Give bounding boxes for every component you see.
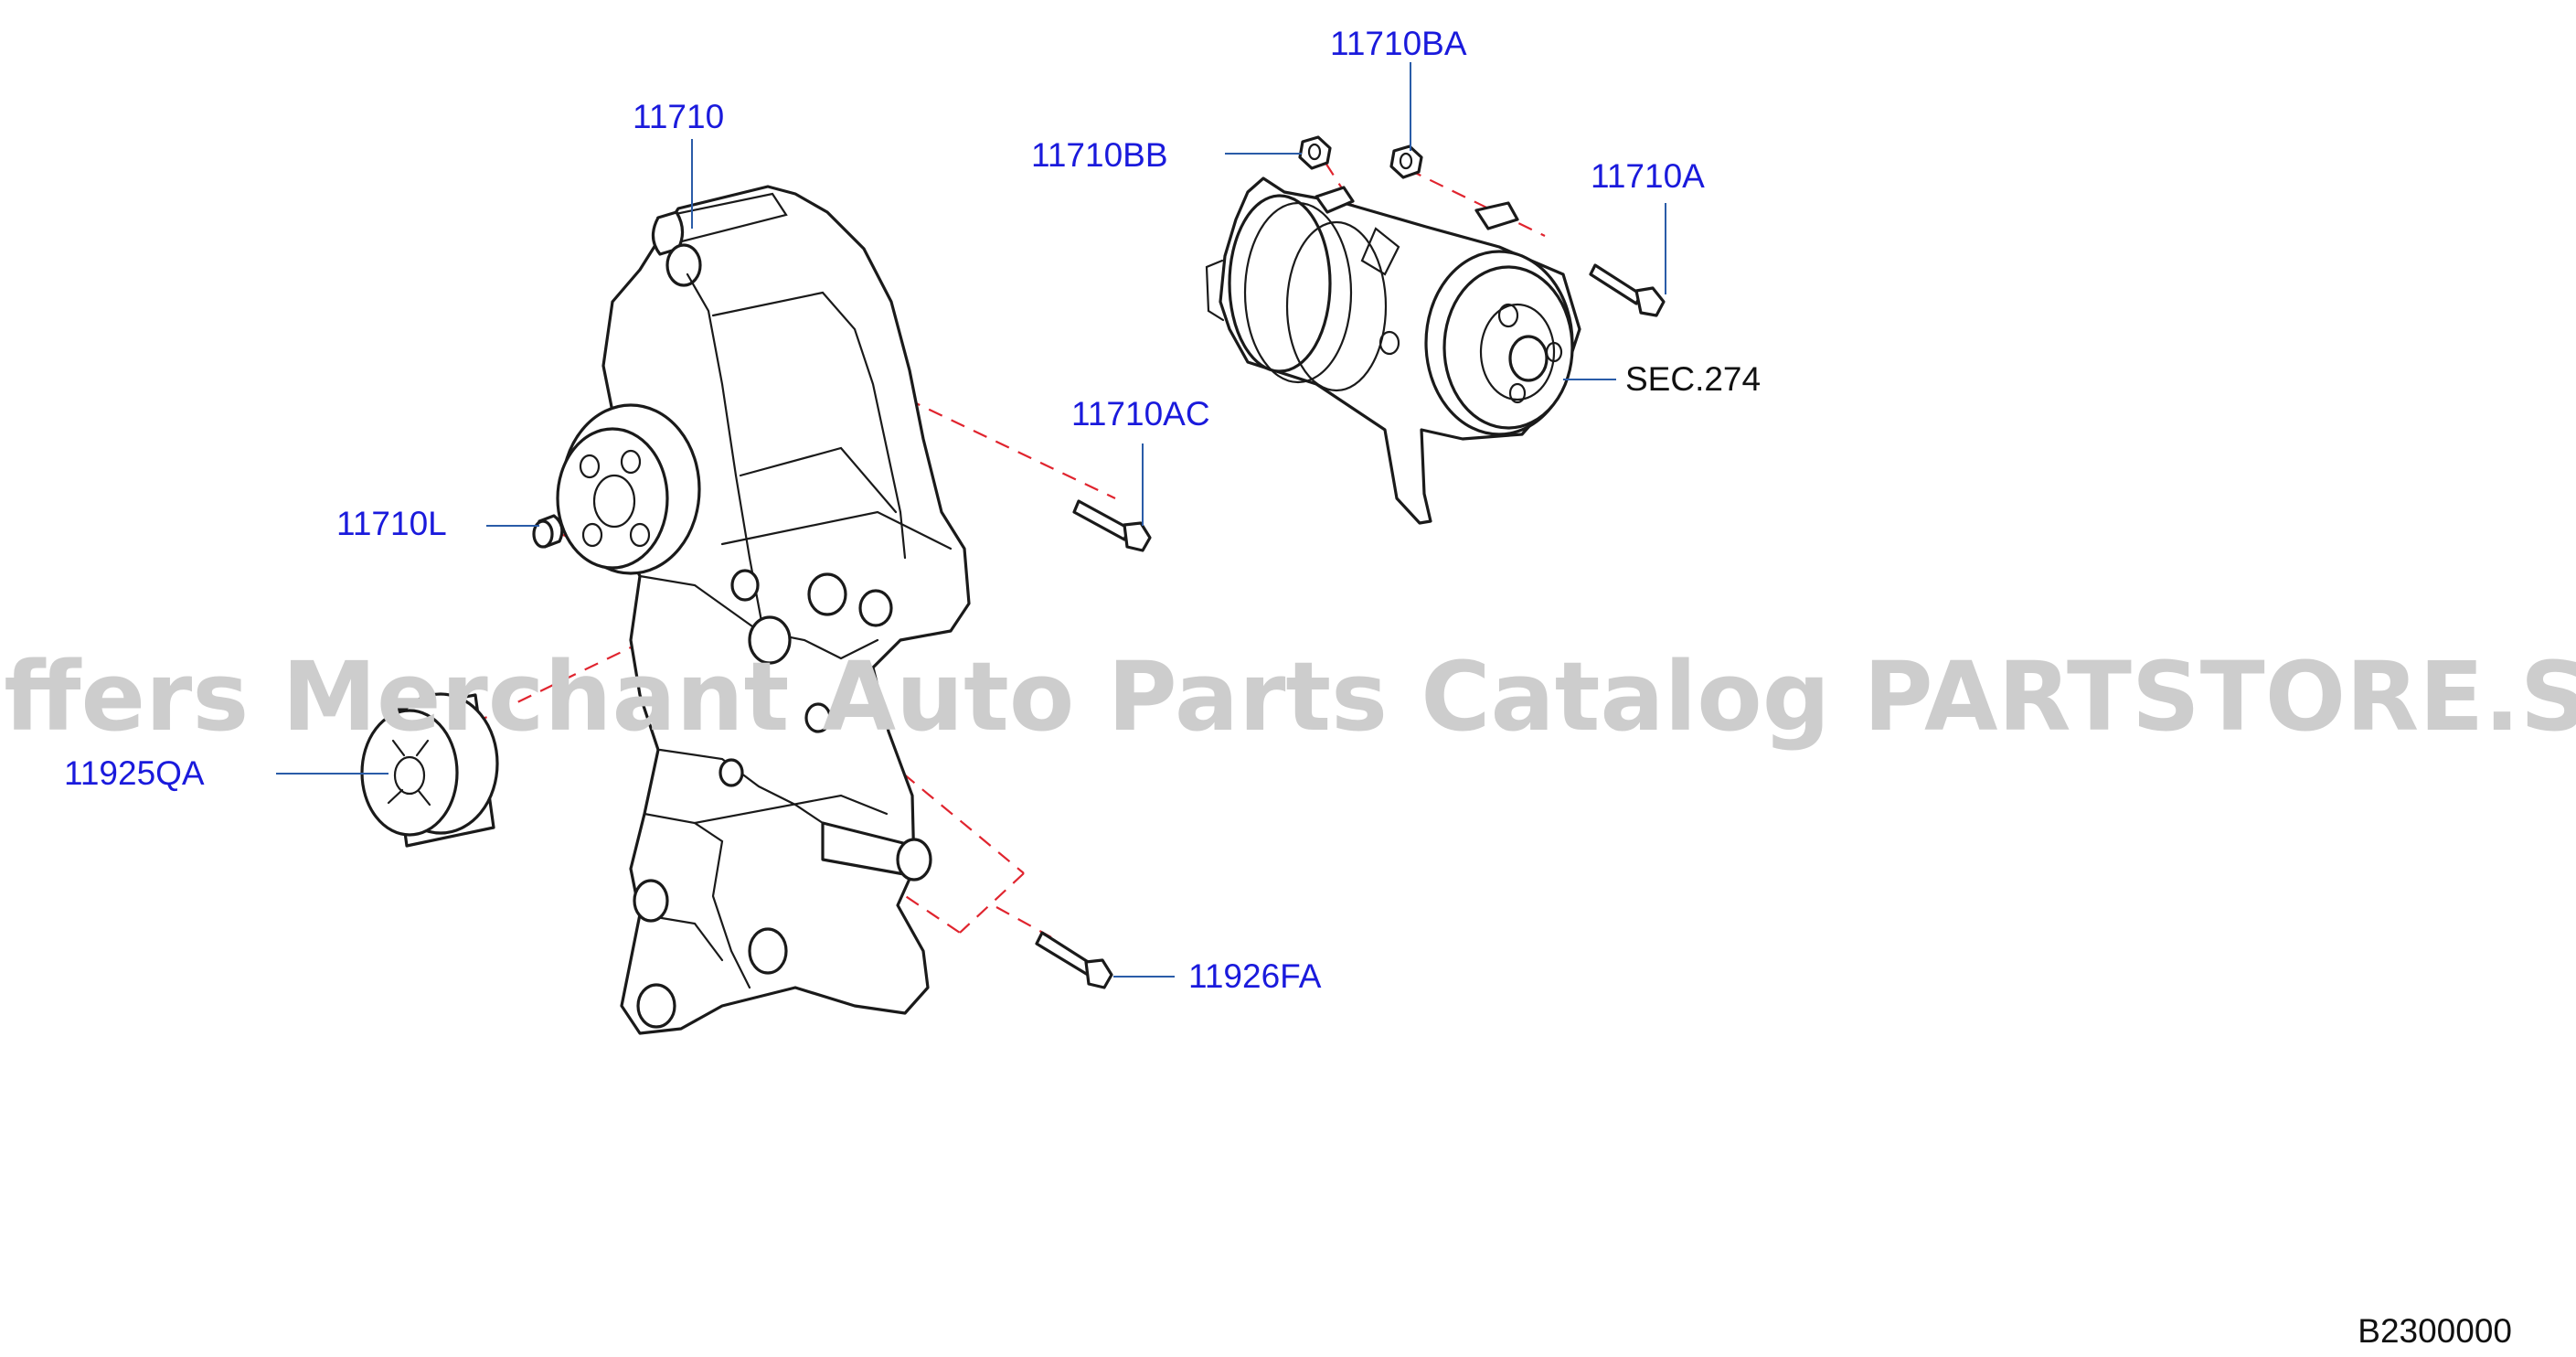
bolt-ac-drawing	[1072, 499, 1152, 552]
nut-bb-drawing	[1298, 135, 1332, 170]
callout-11710L[interactable]: 11710L	[336, 505, 447, 542]
callout-11710AC[interactable]: 11710AC	[1071, 395, 1210, 433]
figure-code: B2300000	[2358, 1312, 2512, 1350]
callout-11710BA[interactable]: 11710BA	[1330, 25, 1467, 62]
callout-11926FA[interactable]: 11926FA	[1188, 957, 1322, 995]
callout-11710[interactable]: 11710	[633, 98, 724, 135]
callout-11925QA[interactable]: 11925QA	[64, 754, 205, 792]
bolt-fa-drawing	[1035, 931, 1113, 989]
idler-pulley-drawing	[360, 692, 499, 848]
nut-ba-drawing	[1389, 144, 1423, 179]
collar-drawing	[532, 514, 564, 549]
bracket-part-drawing	[556, 185, 971, 1035]
leader-lines	[276, 62, 1666, 978]
callout-11710A[interactable]: 11710A	[1591, 157, 1705, 195]
watermark-text: Offers Merchant Auto Parts Catalog PARTS…	[0, 641, 2576, 753]
callout-11710BB[interactable]: 11710BB	[1031, 136, 1168, 174]
compressor-part-drawing	[1205, 176, 1581, 525]
reference-sec-274[interactable]: SEC.274	[1625, 360, 1761, 398]
bolt-a-drawing	[1589, 263, 1666, 317]
